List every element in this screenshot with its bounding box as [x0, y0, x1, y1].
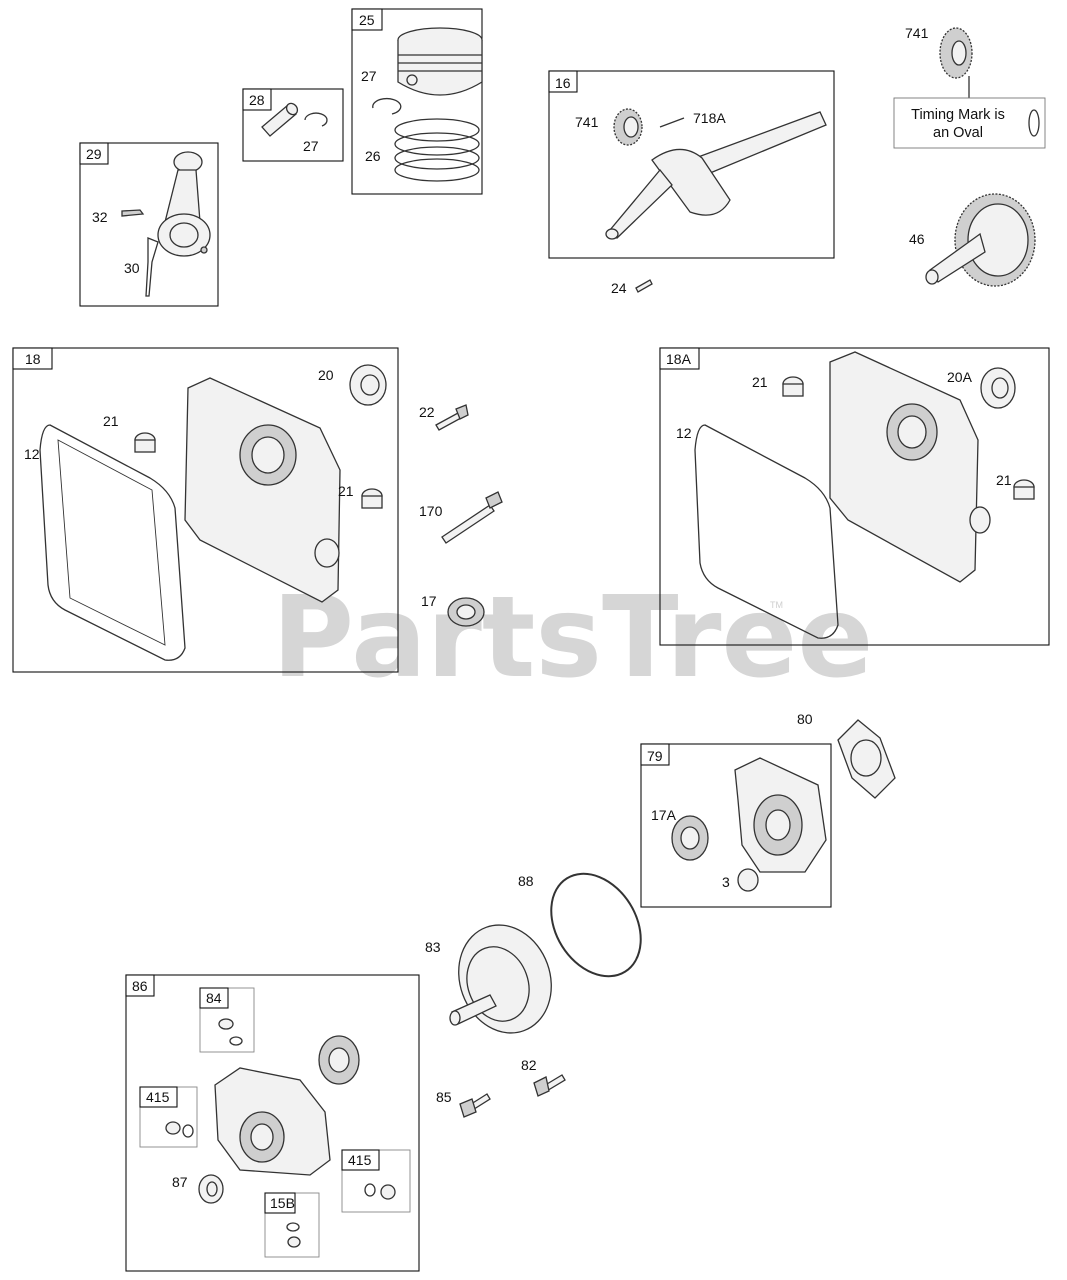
- piston-pin: [261, 102, 299, 137]
- bearing-17[interactable]: 17: [421, 593, 485, 627]
- bolt-22[interactable]: 22: [419, 404, 469, 431]
- callout-741-timing: 741: [905, 25, 929, 41]
- callout-17: 17: [421, 593, 437, 609]
- callout-741-crank: 741: [575, 114, 599, 130]
- callout-32: 32: [92, 209, 108, 225]
- group-84-label: 84: [206, 990, 222, 1006]
- camshaft-46[interactable]: 46: [909, 193, 1036, 287]
- timing-note-line2: an Oval: [933, 125, 983, 141]
- group-79-label: 79: [647, 748, 663, 764]
- callout-27-pin: 27: [303, 138, 319, 154]
- piston-illustration: [397, 27, 483, 96]
- plug-21-left: [134, 432, 156, 453]
- timing-gear[interactable]: 741: [905, 25, 973, 98]
- group-25-label: 25: [359, 12, 375, 28]
- plug-21-18a-right: [1013, 479, 1035, 500]
- callout-26: 26: [365, 148, 381, 164]
- callout-24: 24: [611, 280, 627, 296]
- crankcase-cover: [184, 377, 341, 603]
- oil-dipper: [145, 237, 159, 297]
- callout-27-piston: 27: [361, 68, 377, 84]
- group-28-label: 28: [249, 92, 265, 108]
- group-415-left-label: 415: [146, 1089, 170, 1105]
- key-24[interactable]: 24: [611, 279, 653, 296]
- callout-46: 46: [909, 231, 925, 247]
- callout-80: 80: [797, 711, 813, 727]
- callout-718a: 718A: [693, 110, 726, 126]
- seal-87: [198, 1174, 224, 1204]
- group-18a-label: 18A: [666, 351, 692, 367]
- group-18a[interactable]: 18A 21 20A 12 21: [659, 347, 1050, 646]
- rod-bolt: [121, 209, 145, 217]
- pin-retainer: [304, 112, 328, 127]
- group-16[interactable]: 16 741 718A: [548, 70, 835, 259]
- callout-85: 85: [436, 1089, 452, 1105]
- callout-21-left: 21: [103, 413, 119, 429]
- group-86[interactable]: 86 84 415 415 87 15B: [125, 974, 420, 1272]
- seal-20: [349, 364, 387, 406]
- callout-30: 30: [124, 260, 140, 276]
- callout-17a: 17A: [651, 807, 677, 823]
- group-15b-label: 15B: [270, 1195, 295, 1211]
- group-79[interactable]: 79 17A 3: [640, 743, 832, 908]
- group-25[interactable]: 25 27 26: [351, 8, 483, 195]
- callout-21-mid: 21: [338, 483, 354, 499]
- plug-21-18a-top: [782, 376, 804, 397]
- callout-83: 83: [425, 939, 441, 955]
- watermark-text: PartsTree: [272, 573, 873, 703]
- callout-87: 87: [172, 1174, 188, 1190]
- seal-20a: [980, 367, 1016, 409]
- crankcase-cover-18a: [829, 351, 979, 583]
- group-86-label: 86: [132, 978, 148, 994]
- group-28[interactable]: 28 27: [242, 88, 344, 162]
- group-29-label: 29: [86, 146, 102, 162]
- group-16-label: 16: [555, 75, 571, 91]
- group-18[interactable]: 18 20 21 12 21: [12, 347, 399, 673]
- gasket-12-18a: [694, 424, 839, 639]
- callout-20: 20: [318, 367, 334, 383]
- oval-mark-icon: [1028, 109, 1040, 137]
- o-ring-88[interactable]: 88: [518, 857, 659, 993]
- group-29[interactable]: 29 32 30: [79, 142, 219, 307]
- callout-3: 3: [722, 874, 730, 890]
- callout-88: 88: [518, 873, 534, 889]
- leader-718a: [659, 117, 685, 128]
- group-18-label: 18: [25, 351, 41, 367]
- callout-21-18a-top: 21: [752, 374, 768, 390]
- bolt-85[interactable]: 85: [436, 1089, 491, 1118]
- piston-pin-lock: [372, 97, 402, 115]
- timing-note-line1: Timing Mark is: [911, 107, 1005, 123]
- timing-note: Timing Mark is an Oval: [893, 97, 1046, 149]
- crankshaft: [605, 111, 827, 240]
- group-415-right-label: 415: [348, 1152, 372, 1168]
- watermark-trademark: TM: [770, 600, 783, 610]
- callout-12-18a: 12: [676, 425, 692, 441]
- callout-21-18a-right: 21: [996, 472, 1012, 488]
- bolt-82[interactable]: 82: [521, 1057, 566, 1097]
- piston-rings: [394, 118, 480, 182]
- stud-170[interactable]: 170: [419, 491, 503, 544]
- gear-shaft-83[interactable]: 83: [425, 912, 566, 1046]
- callout-20a: 20A: [947, 369, 973, 385]
- seal-3: [737, 868, 759, 892]
- plug-21-right: [361, 488, 383, 509]
- crank-gear: [613, 108, 643, 146]
- callout-170: 170: [419, 503, 443, 519]
- callout-12-left: 12: [24, 446, 40, 462]
- callout-22: 22: [419, 404, 435, 420]
- connecting-rod: [157, 151, 211, 257]
- gasket-12: [39, 424, 186, 661]
- gasket-80[interactable]: 80: [797, 711, 896, 799]
- callout-82: 82: [521, 1057, 537, 1073]
